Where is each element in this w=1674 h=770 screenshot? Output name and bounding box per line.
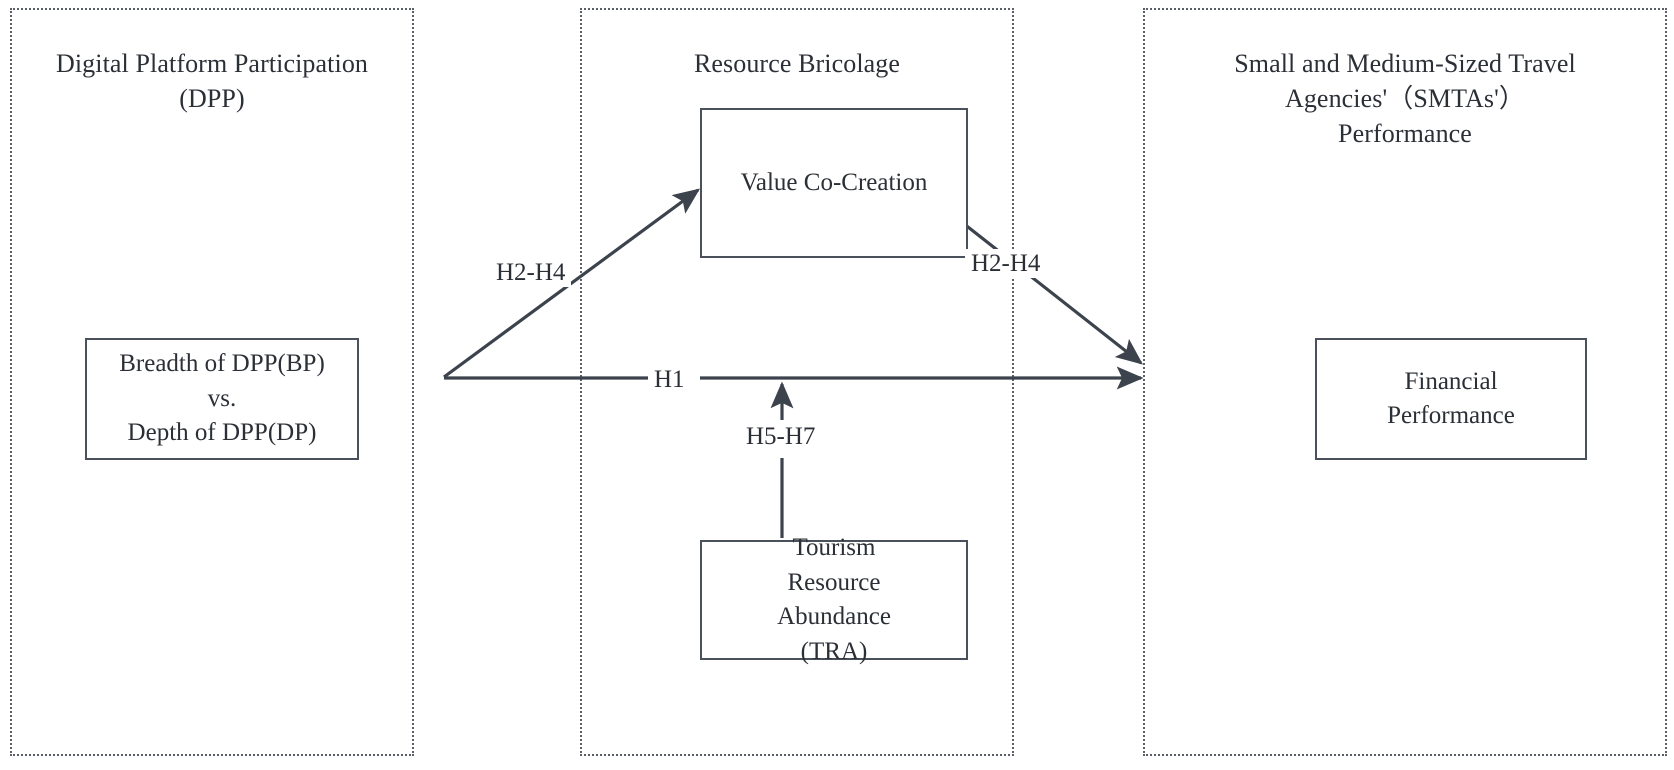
panel-title-digital-platform-participation: Digital Platform Participation (DPP) [55, 49, 369, 113]
hypothesis-label-h2-h4-left: H2-H4 [490, 258, 572, 287]
hypothesis-label-h5-h7: H5-H7 [740, 422, 822, 451]
construct-box-breadth-vs-depth-of-dpp: Breadth of DPP(BP) vs. Depth of DPP(DP) [85, 338, 359, 460]
construct-box-financial-performance: Financial Performance [1315, 338, 1587, 460]
panel-resource-bricolage [580, 8, 1014, 756]
panel-title-resource-bricolage: Resource Bricolage [693, 49, 901, 78]
panel-smta-performance [1143, 8, 1667, 756]
panel-digital-platform-participation [10, 8, 414, 756]
hypothesis-label-h1: H1 [648, 365, 691, 394]
panel-title-smta-performance: Small and Medium-Sized Travel Agencies'（… [1234, 49, 1576, 148]
construct-box-tourism-resource-abundance: Tourism Resource Abundance (TRA) [700, 534, 968, 665]
hypothesis-label-h2-h4-right: H2-H4 [965, 249, 1047, 278]
construct-box-value-co-creation: Value Co-Creation [700, 108, 968, 258]
